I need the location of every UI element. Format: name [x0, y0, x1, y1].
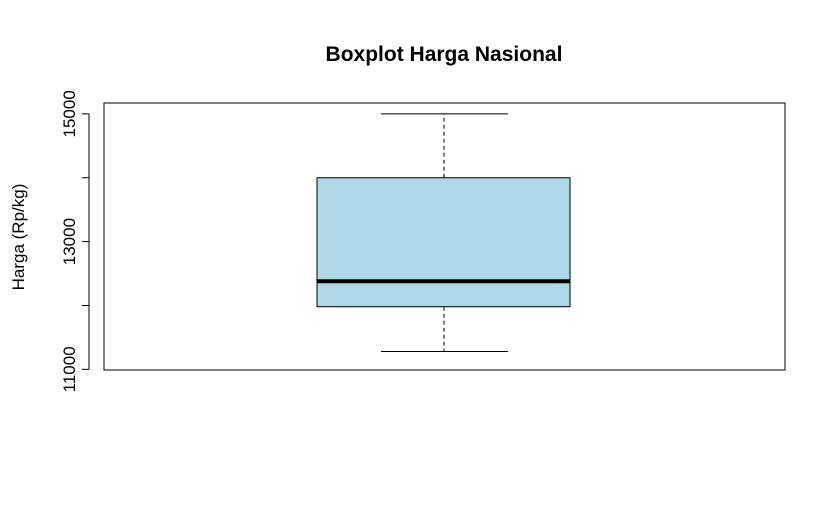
y-tick-label: 13000 [60, 218, 79, 265]
y-tick-label: 15000 [60, 90, 79, 137]
plot-frame [103, 102, 786, 371]
iqr-box [316, 177, 571, 308]
chart-title: Boxplot Harga Nasional [326, 43, 563, 66]
plot-layer: 11000 13000 15000 [60, 90, 571, 392]
y-tick-label: 11000 [60, 346, 79, 392]
y-axis-label: Harga (Rp/kg) [9, 184, 28, 291]
